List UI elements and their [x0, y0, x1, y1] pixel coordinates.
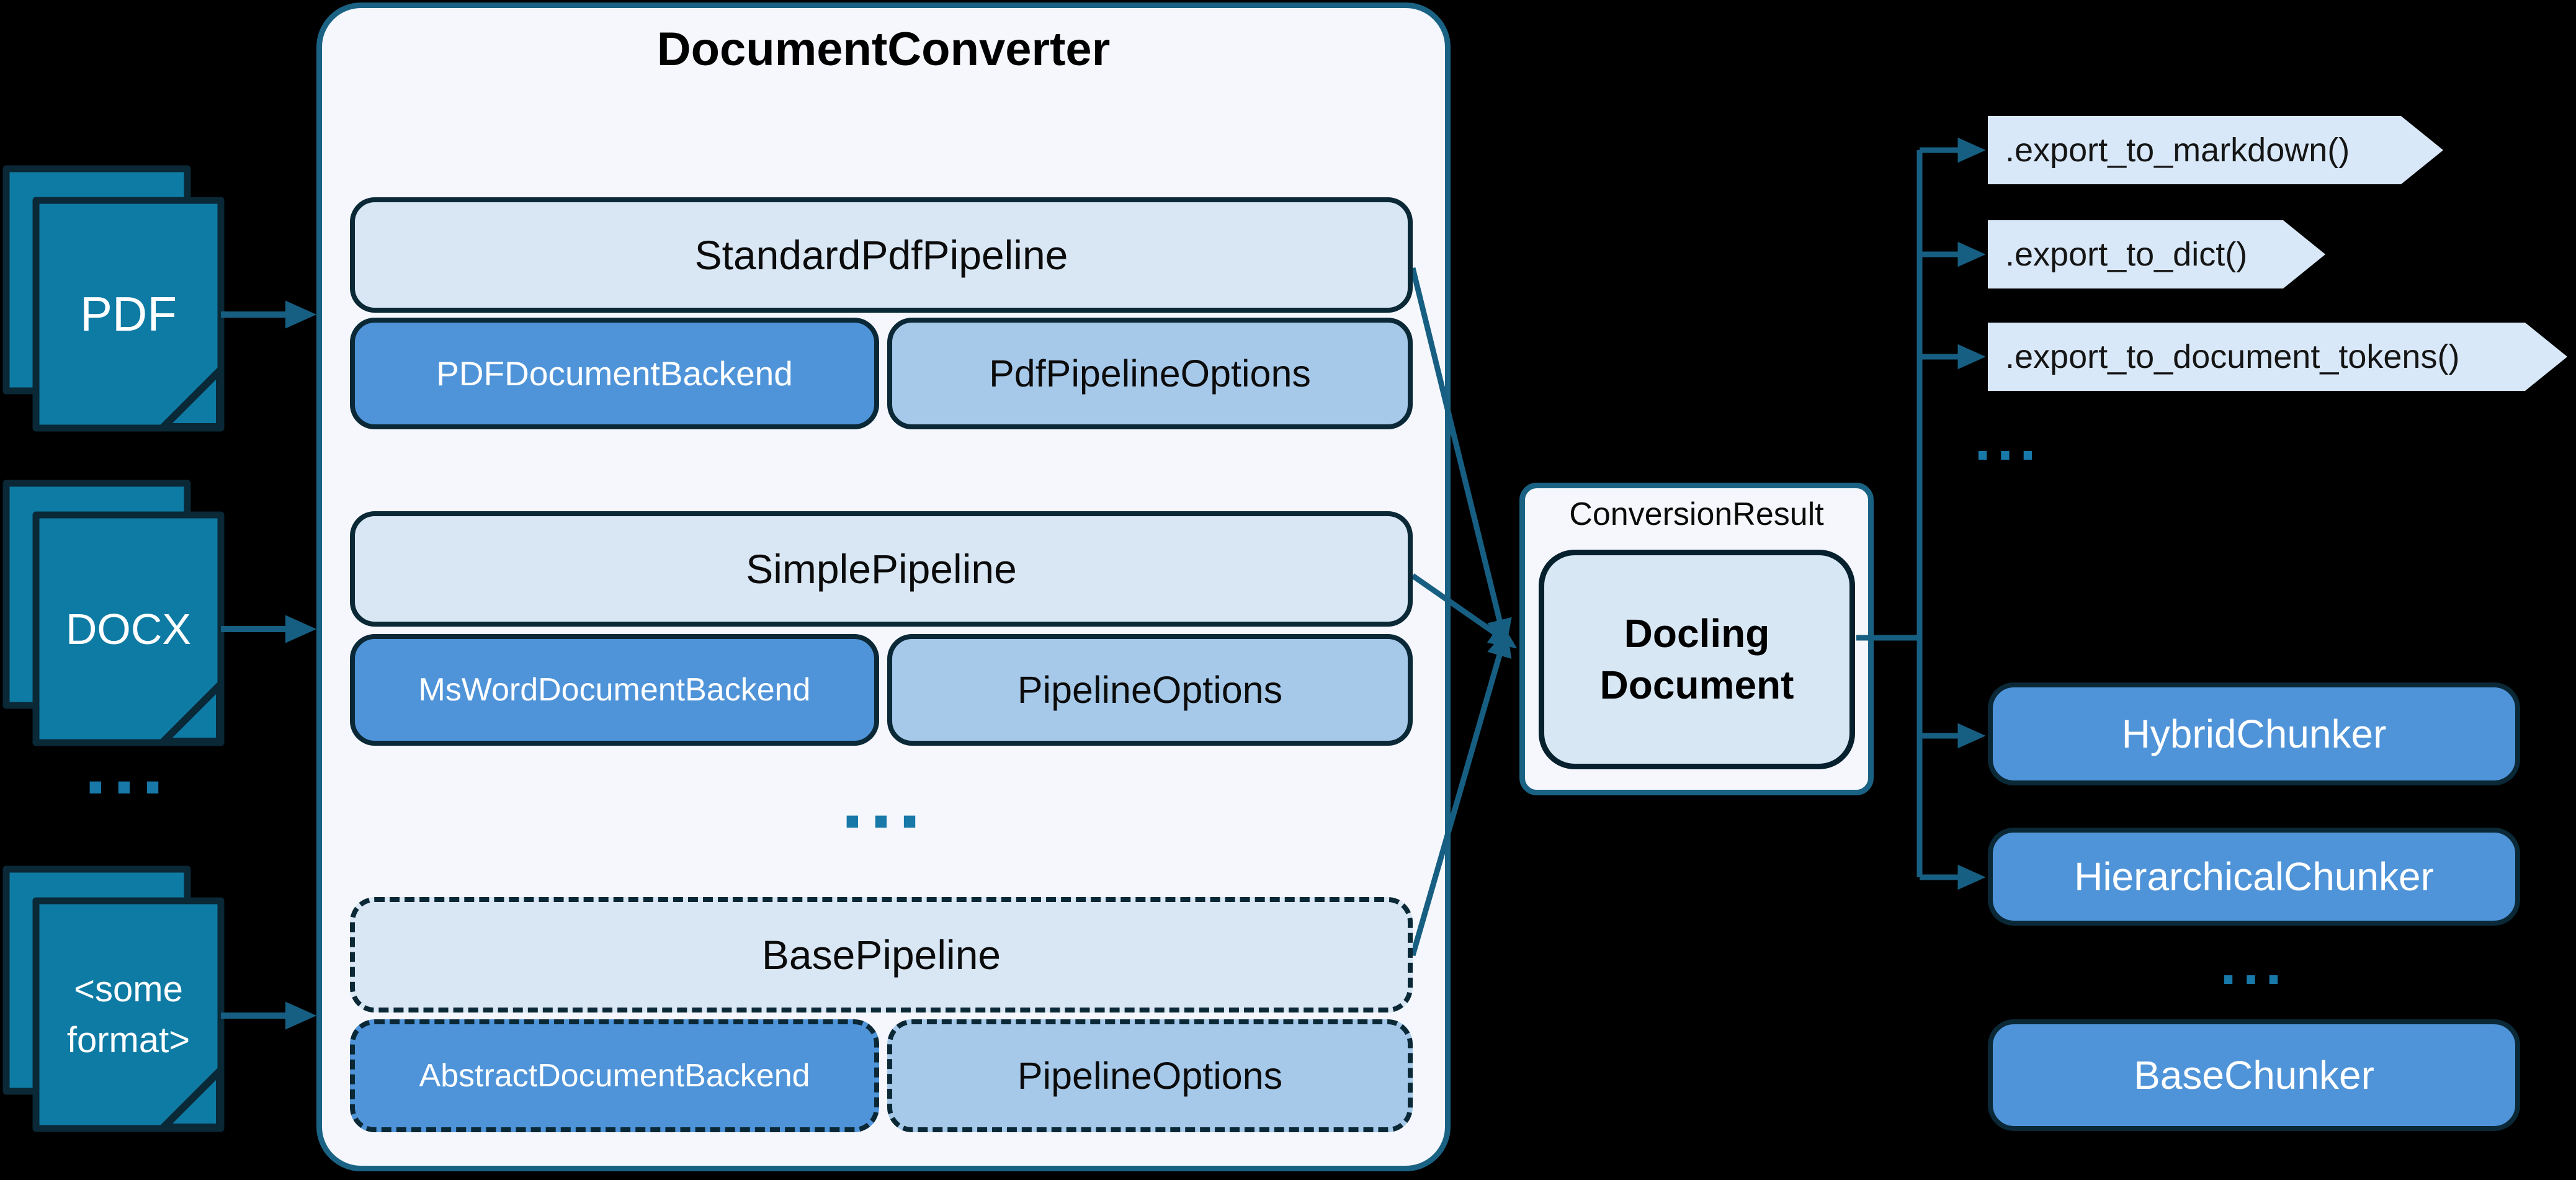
msworddocumentbackend-box: MsWordDocumentBackend [350, 634, 879, 746]
pdfpipelineoptions-box: PdfPipelineOptions [887, 318, 1413, 429]
docling-document-line2: Document [1599, 663, 1794, 707]
conversion-result-label: ConversionResult [1569, 496, 1824, 532]
exports-ellipsis: ... [1974, 406, 2042, 473]
converter-ellipsis: ... [841, 754, 928, 845]
abstractdocumentbackend-box: AbstractDocumentBackend [350, 1019, 879, 1132]
basepipelineoptions-box: PipelineOptions [887, 1019, 1413, 1132]
pdf-documents-icon [2, 165, 225, 432]
basepipeline-to-result-line [1410, 628, 1512, 957]
export-to-document-tokens-tag: .export_to_document_tokens() [2005, 338, 2460, 375]
pdf-input-label: PDF [80, 287, 177, 341]
hybridchunker-box: HybridChunker [1988, 682, 2520, 785]
standardpdfpipeline-to-result-line [1410, 267, 1512, 648]
basepipeline-box: BasePipeline [350, 897, 1413, 1012]
export-to-dict-tag: .export_to_dict() [2005, 236, 2248, 273]
simplepipeline-to-result-line [1411, 573, 1518, 649]
docling-document-box: Docling Document [1539, 550, 1855, 769]
generic-documents-icon [2, 865, 225, 1132]
export-tokens-tag-shape [1988, 323, 2567, 391]
generic-input-line1: <some [74, 969, 183, 1010]
basechunker-box: BaseChunker [1988, 1019, 2520, 1131]
generic-input-line2: format> [66, 1019, 190, 1060]
docx-input-label: DOCX [65, 604, 192, 653]
document-converter-title: DocumentConverter [656, 22, 1111, 76]
hierarchicalchunker-box: HierarchicalChunker [1988, 828, 2520, 926]
inputs-ellipsis: ... [84, 720, 171, 811]
export-to-markdown-tag: .export_to_markdown() [2005, 132, 2350, 169]
docx-documents-icon [2, 480, 225, 746]
simplepipeline-box: SimplePipeline [350, 511, 1413, 627]
chunkers-ellipsis: ... [2220, 931, 2288, 997]
standardpdfpipeline-box: StandardPdfPipeline [350, 197, 1413, 313]
pipelineoptions-box: PipelineOptions [887, 634, 1413, 746]
export-markdown-tag-shape [1988, 116, 2443, 184]
export-dict-tag-shape [1988, 220, 2325, 288]
docling-document-line1: Docling [1624, 610, 1770, 656]
pdfdocumentbackend-box: PDFDocumentBackend [350, 318, 879, 429]
generic-input-label: <some format> [36, 901, 221, 1129]
